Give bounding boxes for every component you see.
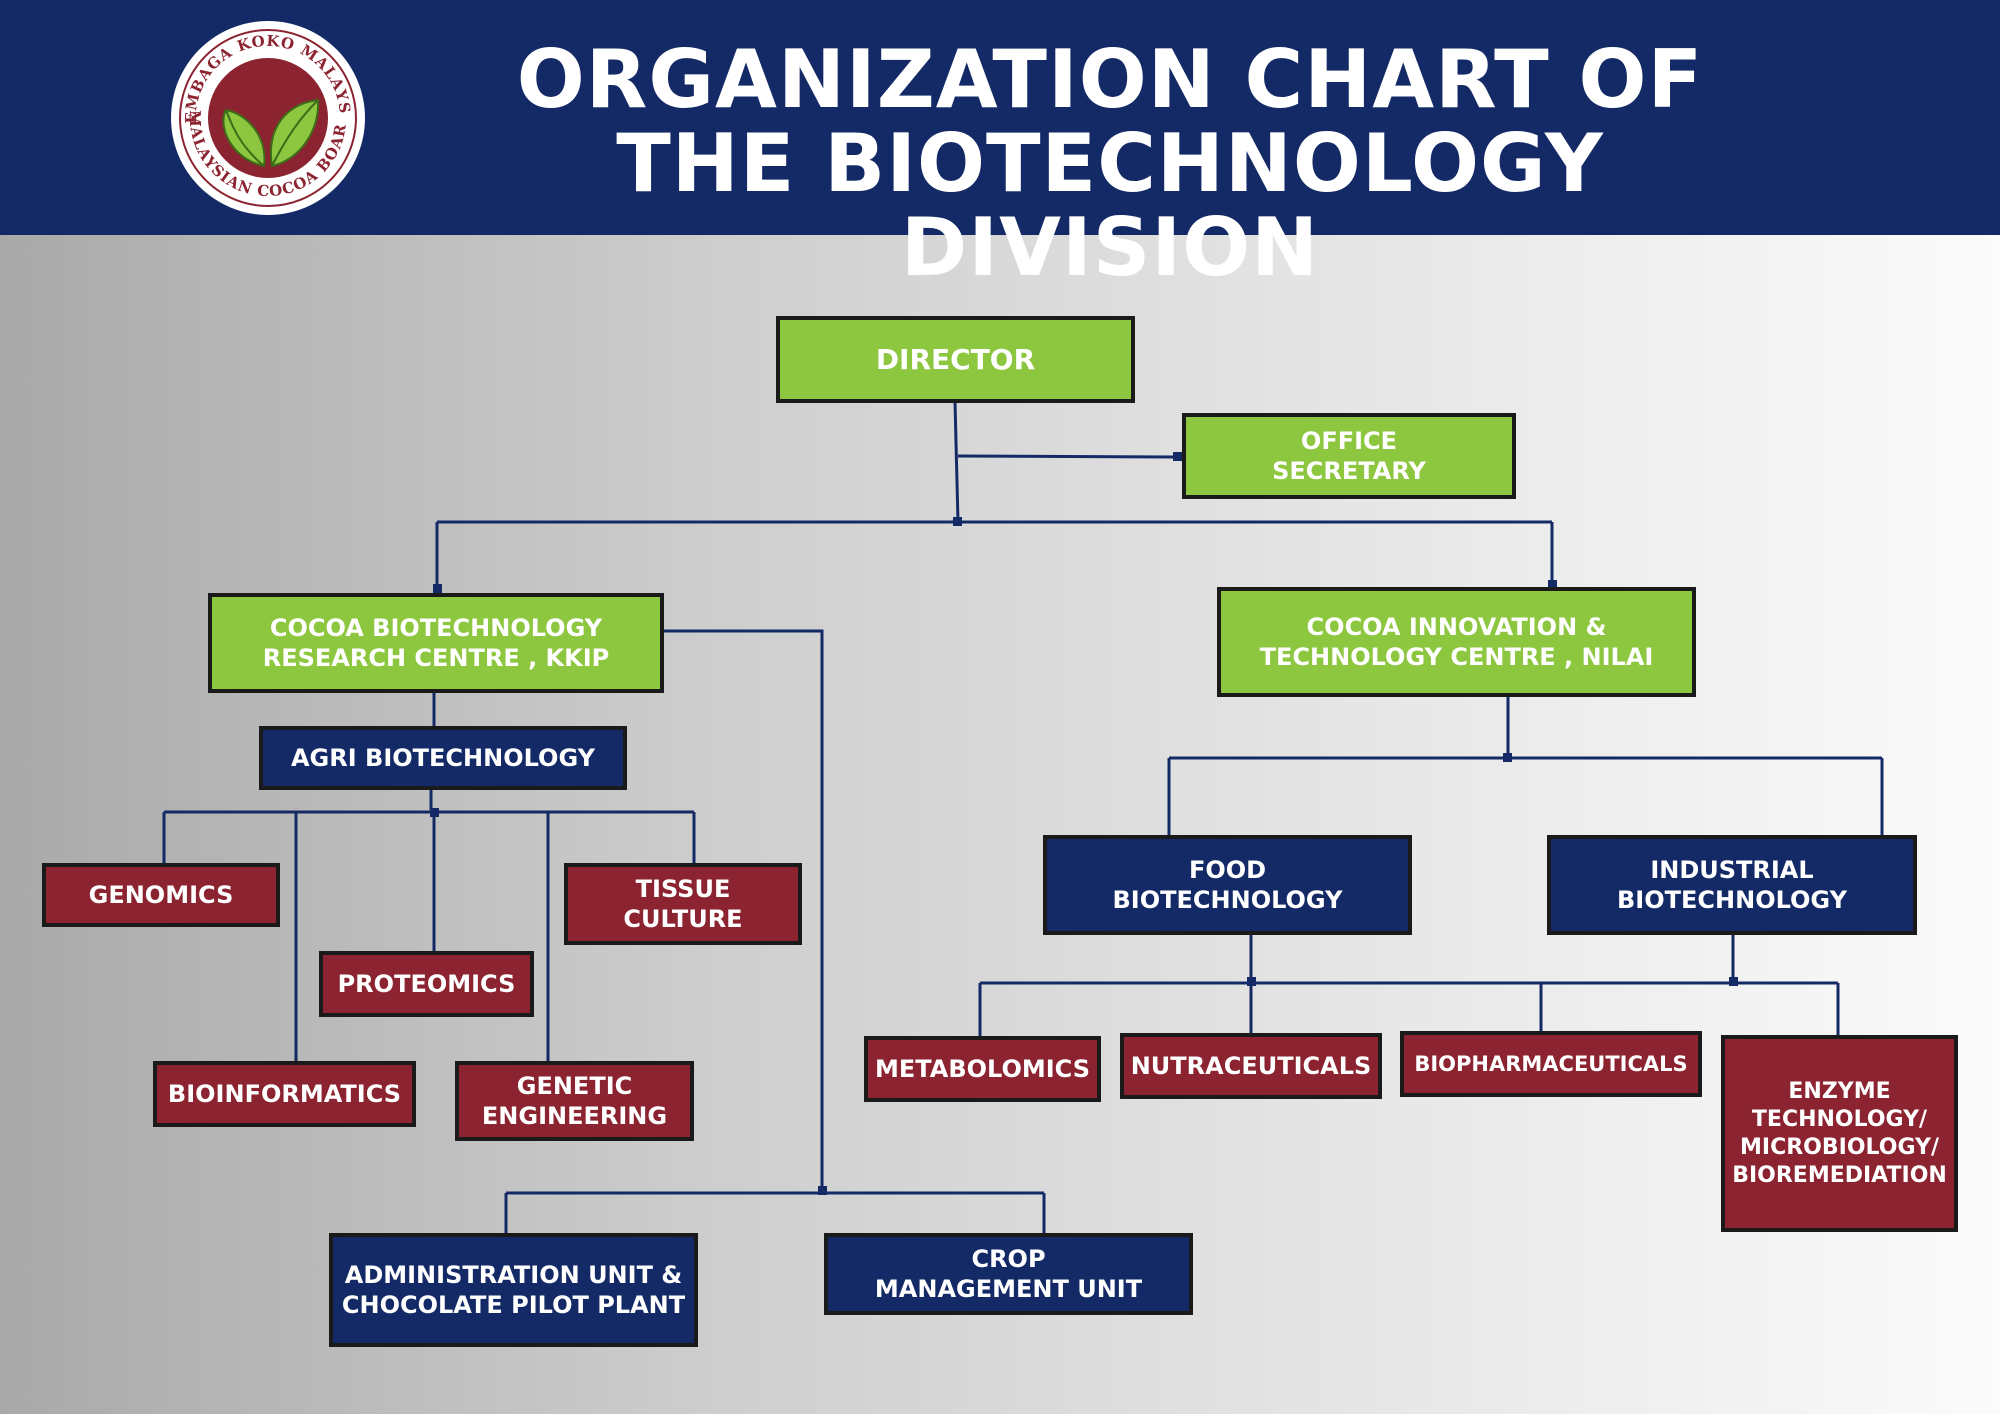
- connector-joint: [1548, 580, 1557, 589]
- node-label: CHOCOLATE PILOT PLANT: [341, 1291, 686, 1319]
- metabolomics-box: METABOLOMICS: [864, 1036, 1101, 1102]
- connector-joint: [433, 584, 442, 593]
- title-line-1: ORGANIZATION CHART OF: [516, 33, 1704, 126]
- enzyme-technology-box: ENZYME TECHNOLOGY/ MICROBIOLOGY/ BIOREME…: [1721, 1035, 1958, 1232]
- node-label: DIRECTOR: [875, 342, 1036, 376]
- agri-biotechnology-box: AGRI BIOTECHNOLOGY: [259, 726, 627, 790]
- header-banner: LEMBAGA KOKO MALAYSIA MALAYSIAN COCOA BO…: [0, 0, 2000, 290]
- connector: [957, 454, 1177, 459]
- industrial-biotechnology-box: INDUSTRIAL BIOTECHNOLOGY: [1547, 835, 1917, 935]
- malaysian-cocoa-board-logo: LEMBAGA KOKO MALAYSIA MALAYSIAN COCOA BO…: [168, 18, 365, 215]
- genetic-engineering-box: GENETIC ENGINEERING: [455, 1061, 694, 1141]
- node-label: TECHNOLOGY/: [1751, 1106, 1928, 1132]
- node-label: MANAGEMENT UNIT: [874, 1275, 1143, 1303]
- node-label: BIOTECHNOLOGY: [1617, 886, 1847, 914]
- food-biotechnology-box: FOOD BIOTECHNOLOGY: [1043, 835, 1412, 935]
- node-label: METABOLOMICS: [874, 1055, 1091, 1083]
- node-label: RESEARCH CENTRE , KKIP: [262, 644, 610, 672]
- connector-joint: [430, 808, 439, 817]
- node-label: INDUSTRIAL: [1650, 856, 1814, 884]
- office-secretary-box: OFFICE SECRETARY: [1182, 413, 1516, 499]
- node-label: PROTEOMICS: [337, 970, 516, 998]
- connector-joint: [1247, 977, 1256, 986]
- genomics-box: GENOMICS: [42, 863, 280, 927]
- node-label: NUTRACEUTICALS: [1130, 1052, 1372, 1080]
- node-label: CULTURE: [623, 905, 743, 933]
- node-label: BIOINFORMATICS: [167, 1080, 402, 1108]
- node-label: OFFICE: [1300, 427, 1398, 455]
- proteomics-box: PROTEOMICS: [319, 951, 534, 1017]
- nilai-innovation-centre-box: COCOA INNOVATION & TECHNOLOGY CENTRE , N…: [1217, 587, 1696, 697]
- node-label: SECRETARY: [1272, 457, 1426, 485]
- connector: [953, 401, 960, 523]
- director-box: DIRECTOR: [776, 316, 1135, 403]
- page-title: ORGANIZATION CHART OF THE BIOTECHNOLOGY …: [430, 38, 1790, 290]
- node-label: GENOMICS: [88, 881, 234, 909]
- node-label: ADMINISTRATION UNIT &: [344, 1261, 683, 1289]
- node-label: CROP: [971, 1245, 1046, 1273]
- node-label: BIOPHARMACEUTICALS: [1414, 1052, 1688, 1076]
- administration-unit-box: ADMINISTRATION UNIT & CHOCOLATE PILOT PL…: [329, 1233, 698, 1347]
- node-label: BIOTECHNOLOGY: [1112, 886, 1343, 914]
- bioinformatics-box: BIOINFORMATICS: [153, 1061, 416, 1127]
- node-label: MICROBIOLOGY/: [1740, 1134, 1939, 1160]
- kkip-research-centre-box: COCOA BIOTECHNOLOGY RESEARCH CENTRE , KK…: [208, 593, 664, 693]
- nutraceuticals-box: NUTRACEUTICALS: [1120, 1033, 1382, 1099]
- connector: [662, 629, 824, 1190]
- node-label: ENZYME: [1788, 1078, 1891, 1104]
- connector-joint: [1173, 452, 1182, 461]
- biopharmaceuticals-box: BIOPHARMACEUTICALS: [1400, 1031, 1702, 1097]
- node-label: TECHNOLOGY CENTRE , NILAI: [1259, 643, 1654, 671]
- node-label: GENETIC: [516, 1072, 633, 1100]
- node-label: COCOA INNOVATION &: [1306, 613, 1607, 641]
- node-label: ENGINEERING: [481, 1102, 668, 1130]
- connector-joint: [1503, 753, 1512, 762]
- connector-joint: [953, 517, 962, 526]
- crop-management-unit-box: CROP MANAGEMENT UNIT: [824, 1233, 1193, 1315]
- connector-joint: [818, 1186, 827, 1195]
- connector-joint: [1729, 977, 1738, 986]
- node-label: TISSUE: [635, 875, 731, 903]
- node-label: BIOREMEDIATION: [1732, 1162, 1947, 1188]
- node-label: COCOA BIOTECHNOLOGY: [269, 614, 603, 642]
- node-label: AGRI BIOTECHNOLOGY: [290, 744, 595, 772]
- tissue-culture-box: TISSUE CULTURE: [564, 863, 802, 945]
- cocoa-leaves-icon: [222, 98, 320, 168]
- node-label: FOOD: [1188, 856, 1267, 884]
- title-line-2: THE BIOTECHNOLOGY DIVISION: [616, 117, 1604, 294]
